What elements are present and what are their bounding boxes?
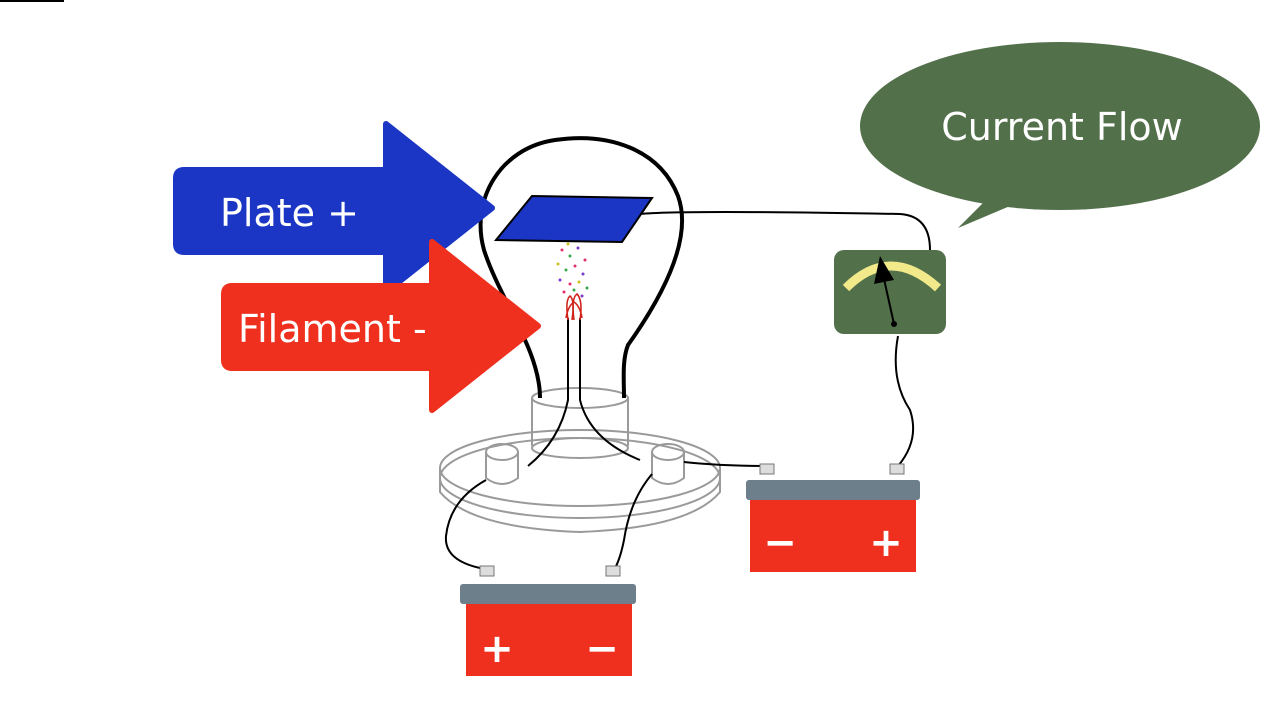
filament-arrow — [221, 239, 541, 413]
filament-label: Filament - — [238, 307, 427, 351]
filament — [565, 292, 583, 321]
battery-left — [460, 565, 636, 676]
plate-arrow — [173, 121, 495, 295]
electron-particles — [556, 238, 589, 298]
current-flow-label: Current Flow — [941, 105, 1183, 149]
filament-wires — [527, 318, 641, 467]
ammeter — [834, 250, 946, 334]
battery-right-plus: + — [869, 520, 903, 566]
lamp-base — [439, 387, 721, 534]
plate — [493, 194, 654, 244]
battery-right-minus: − — [763, 520, 797, 566]
plate-label: Plate + — [220, 191, 359, 235]
battery-left-minus: − — [585, 626, 619, 672]
battery-left-plus: + — [480, 626, 514, 672]
battery-right — [746, 463, 920, 572]
current-flow-bubble — [860, 42, 1260, 228]
bulb-glass — [478, 136, 684, 399]
